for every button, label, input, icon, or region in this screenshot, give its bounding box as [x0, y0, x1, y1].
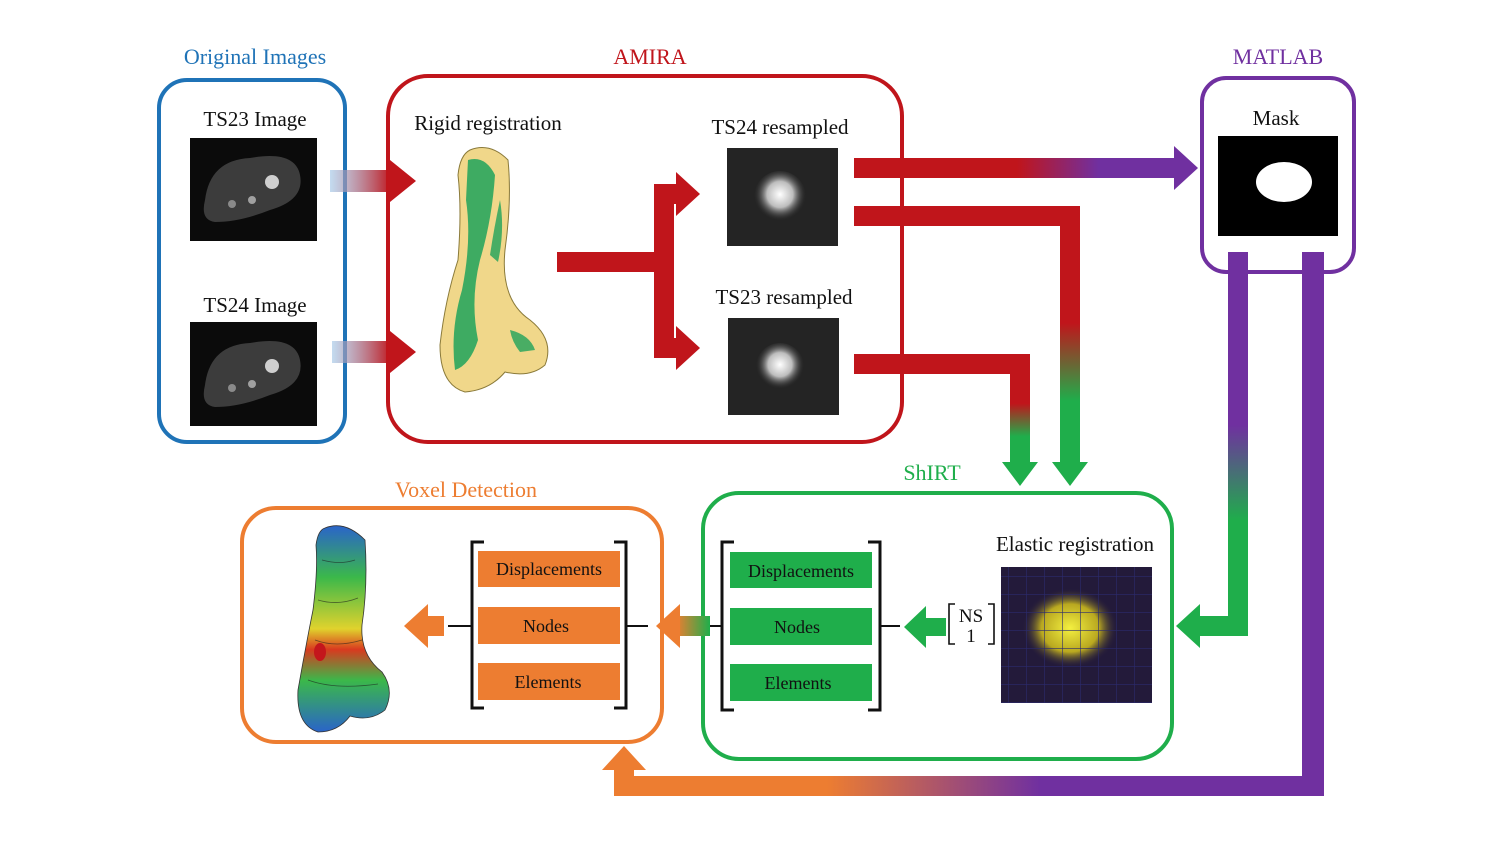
voxel-displacements-box [478, 551, 620, 587]
ts23-image-label: TS23 Image [203, 107, 306, 131]
amira-title: AMIRA [613, 44, 686, 69]
shirt-elements-box [730, 664, 872, 701]
shirt-elements-label: Elements [765, 673, 832, 693]
ns-matrix: NS 1 [948, 603, 995, 647]
matlab-panel: MATLAB Mask [1200, 44, 1356, 274]
shirt-title: ShIRT [903, 460, 961, 485]
voxel-detection-title: Voxel Detection [395, 477, 537, 502]
arrow-original-to-amira-bottom [332, 331, 416, 373]
ts23-resampled-image [728, 318, 839, 415]
voxel-elements-label: Elements [515, 672, 582, 692]
arrow-shirt-to-voxel [656, 604, 710, 648]
ts23-resampled-label: TS23 resampled [715, 285, 853, 309]
ts24-image [190, 322, 317, 426]
original-images-title: Original Images [184, 44, 326, 69]
shirt-nodes-label: Nodes [774, 617, 820, 637]
arrow-matrix-to-results [904, 606, 946, 648]
rigid-registration-bone [439, 147, 549, 393]
voxel-nodes-label: Nodes [523, 616, 569, 636]
matlab-title: MATLAB [1233, 44, 1323, 69]
voxel-results-list: Displacements Nodes Elements [448, 540, 648, 710]
voxel-elements-box [478, 663, 620, 700]
matrix-top: NS [959, 606, 983, 627]
arrow-matlab-to-voxel [602, 252, 1324, 796]
shirt-results-list: Displacements Nodes Elements [706, 540, 900, 712]
ts24-resampled-image [727, 148, 838, 246]
amira-panel: AMIRA Rigid registration TS24 resampled … [386, 44, 904, 444]
matlab-border [1200, 76, 1356, 274]
arrow-ts23-resampled-to-shirt [854, 354, 1038, 486]
arrow-list-to-bone [404, 604, 444, 648]
arrow-ts24-resampled-to-shirt [854, 206, 1088, 486]
shirt-displacements-box [730, 552, 872, 588]
arrow-matlab-to-elastic [1176, 252, 1248, 648]
voxel-nodes-box [478, 607, 620, 644]
arrow-resampled-to-matlab [854, 146, 1198, 190]
elastic-registration-image [1001, 567, 1152, 703]
original-images-border [157, 78, 347, 444]
mask-label: Mask [1253, 106, 1300, 130]
elastic-registration-label: Elastic registration [996, 532, 1155, 556]
ts23-image [190, 138, 317, 241]
shirt-panel: ShIRT Elastic registration NS 1 Displace… [701, 460, 1174, 761]
mask-image [1218, 136, 1338, 236]
ts24-resampled-label: TS24 resampled [711, 115, 849, 139]
matrix-bottom: 1 [966, 626, 976, 647]
voxel-detection-border [240, 506, 664, 744]
shirt-displacements-label: Displacements [748, 561, 854, 581]
voxel-bone-heatmap [297, 525, 390, 733]
arrow-rigid-to-resampled [557, 172, 700, 370]
ts24-image-label: TS24 Image [203, 293, 306, 317]
rigid-registration-label: Rigid registration [414, 111, 562, 135]
original-images-panel: Original Images TS23 Image TS24 Image [157, 44, 347, 444]
amira-border [386, 74, 904, 444]
voxel-displacements-label: Displacements [496, 559, 602, 579]
arrow-original-to-amira-top [330, 160, 416, 202]
shirt-nodes-box [730, 608, 872, 645]
voxel-detection-panel: Voxel Detection Displacements Nodes Elem… [240, 477, 664, 744]
